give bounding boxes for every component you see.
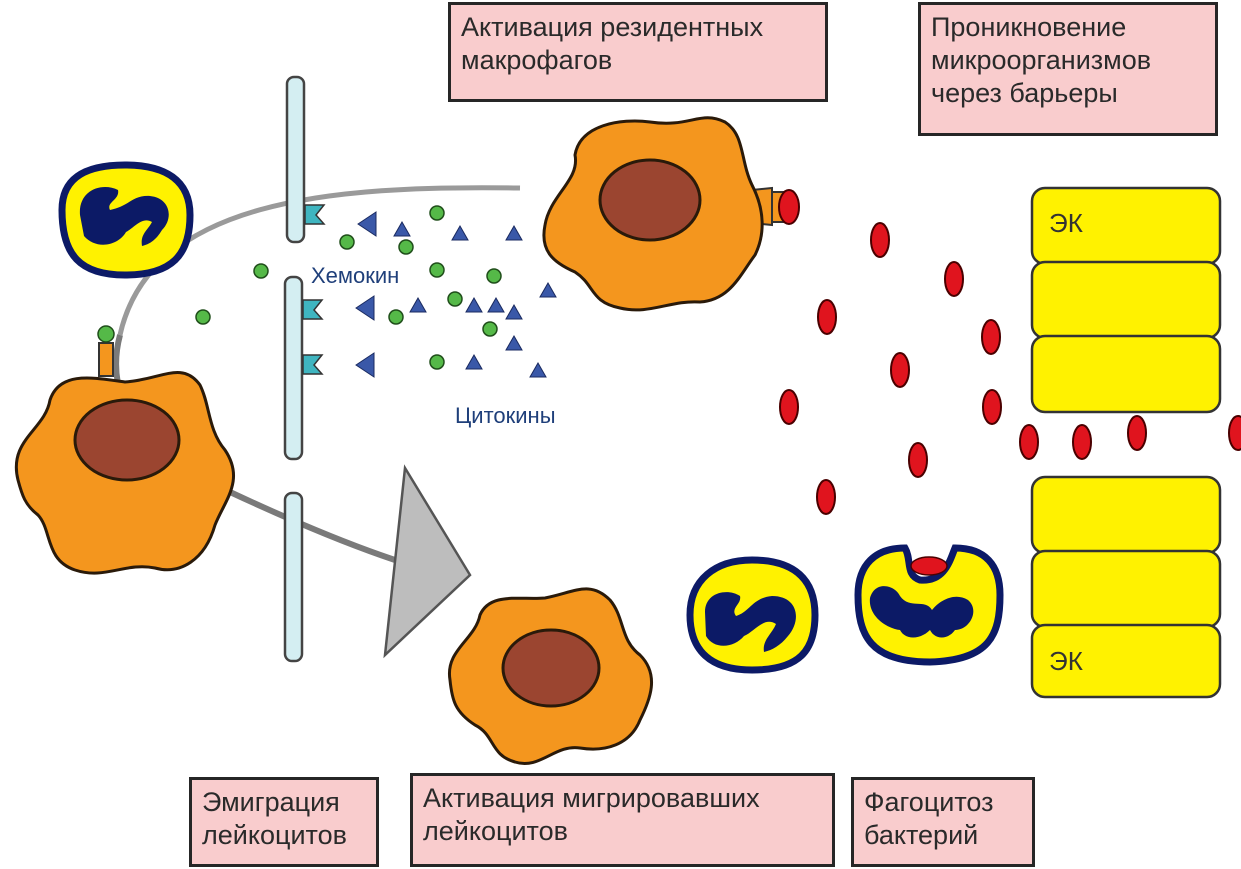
- cytokine-triangle: [466, 298, 482, 312]
- cytokines-label: Цитокины: [455, 403, 556, 428]
- box-line: Активация резидентных: [461, 11, 815, 44]
- box-bacteria-phagocytosis: Фагоцитоз бактерий: [851, 777, 1035, 867]
- chemokine-receptor: [303, 300, 322, 319]
- bacterium: [983, 390, 1001, 424]
- bacterium: [1020, 425, 1038, 459]
- endothelial-cell-label-top: ЭК: [1049, 208, 1083, 238]
- chemokine-dot: [430, 355, 444, 369]
- bacterium: [909, 443, 927, 477]
- bacterium: [945, 262, 963, 296]
- box-line: Эмиграция: [202, 786, 366, 819]
- chemokine-receptor: [303, 355, 322, 374]
- chemokine-dot: [254, 264, 268, 278]
- vessel-wall-segment: [285, 493, 302, 661]
- endothelial-cell: [1032, 477, 1220, 553]
- cytokine-triangle: [394, 222, 410, 236]
- cytokine-triangle: [506, 336, 522, 350]
- bacterium: [780, 390, 798, 424]
- cytokine-triangle: [358, 212, 376, 236]
- macrophage-left: [16, 326, 233, 573]
- chemokine-dot: [487, 269, 501, 283]
- box-line: Активация мигрировавших: [423, 782, 822, 815]
- box-line: макрофагов: [461, 44, 815, 77]
- endothelial-cell: [1032, 551, 1220, 627]
- cytokine-triangle: [506, 226, 522, 240]
- bacterium: [982, 320, 1000, 354]
- chemokine-dot: [430, 263, 444, 277]
- box-line: Фагоцитоз: [864, 786, 1022, 819]
- bacterium: [891, 353, 909, 387]
- cytokine-triangle: [452, 226, 468, 240]
- chemokine-dot: [196, 310, 210, 324]
- migration-arrow: [385, 468, 470, 655]
- endothelial-cell: [1032, 262, 1220, 338]
- box-line: лейкоцитов: [423, 815, 822, 848]
- bacterium: [817, 480, 835, 514]
- chemokine-dot: [483, 322, 497, 336]
- leukocyte-bottom: [690, 560, 815, 670]
- box-leukocyte-emigration: Эмиграция лейкоцитов: [189, 777, 379, 867]
- box-resident-macrophage-activation: Активация резидентных макрофагов: [448, 2, 828, 102]
- macrophage-resident: [544, 118, 799, 310]
- box-line: лейкоцитов: [202, 819, 366, 852]
- vessel-wall-segment: [287, 77, 304, 242]
- cytokine-triangle: [356, 296, 374, 320]
- chemokine-dot: [448, 292, 462, 306]
- chemokine-dot: [340, 235, 354, 249]
- cytokine-triangle: [356, 353, 374, 377]
- box-line: бактерий: [864, 819, 1022, 852]
- chemokine-label: Хемокин: [311, 263, 399, 288]
- endothelial-cell: [1032, 336, 1220, 412]
- bacterium: [1128, 416, 1146, 450]
- endothelial-cell-label-bottom: ЭК: [1049, 646, 1083, 676]
- box-line: микроорганизмов: [931, 44, 1205, 77]
- macrophage-migrated: [449, 589, 651, 764]
- chemokine-dot: [399, 240, 413, 254]
- leukocyte-phagocytosing: [858, 548, 1000, 662]
- cytokine-triangle: [540, 283, 556, 297]
- vessel-wall-segment: [285, 277, 302, 459]
- bacterium: [818, 300, 836, 334]
- cytokine-triangle: [466, 355, 482, 369]
- chemokine-receptor: [305, 205, 324, 224]
- chemokine-dot: [389, 310, 403, 324]
- box-migrated-leukocyte-activation: Активация мигрировавших лейкоцитов: [410, 773, 835, 867]
- chemokine-dot: [430, 206, 444, 220]
- endothelium: [1032, 188, 1220, 697]
- leukocyte-upper-left: [62, 165, 190, 275]
- cytokine-triangle: [506, 305, 522, 319]
- box-microorganism-penetration: Проникновение микроорганизмов через барь…: [918, 2, 1218, 136]
- bacterium: [1073, 425, 1091, 459]
- bacterium: [1229, 416, 1241, 450]
- cytokine-triangle: [488, 298, 504, 312]
- cytokine-triangle: [530, 363, 546, 377]
- cytokine-triangle: [410, 298, 426, 312]
- box-line: через барьеры: [931, 77, 1205, 110]
- bacterium: [871, 223, 889, 257]
- box-line: Проникновение: [931, 11, 1205, 44]
